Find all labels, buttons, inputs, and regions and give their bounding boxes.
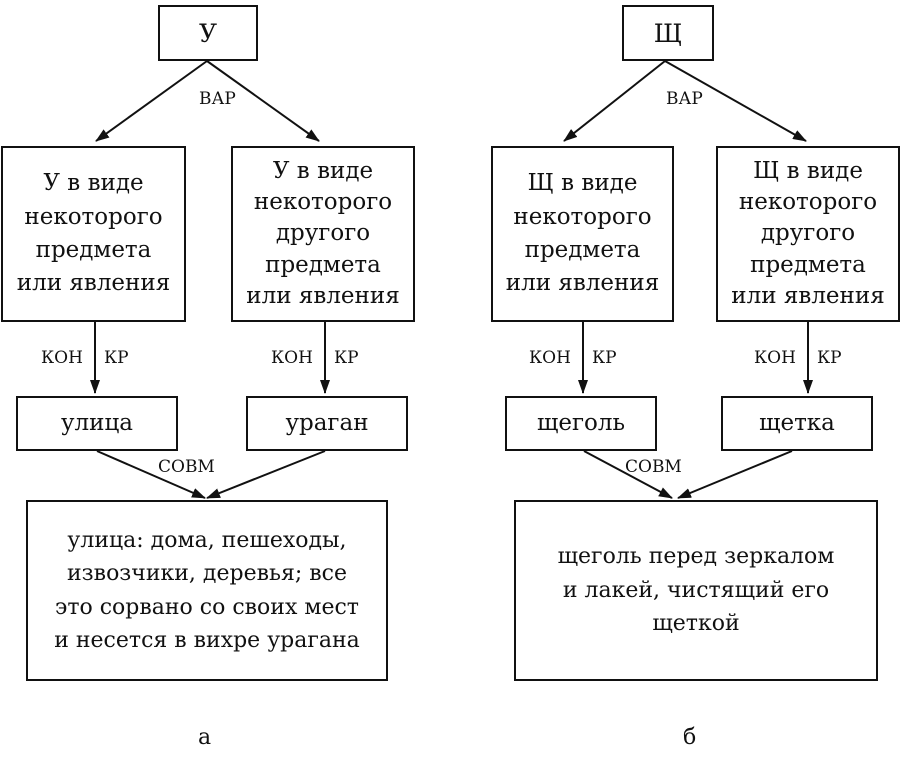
node-b-top: Щ (622, 5, 714, 61)
arrow-b-left-merge (583, 450, 673, 499)
panel-label-b: б (683, 725, 697, 750)
arrow-b-top-right (664, 60, 807, 142)
node-a-word-right: ураган (246, 396, 408, 451)
edge-label-a-right-con: КОН (271, 348, 313, 368)
node-b-word-right-label: щетка (759, 410, 835, 436)
node-b-left: Щ в виде некоторого предмета или явления (491, 146, 674, 322)
node-b-result: щеголь перед зеркалом и лакей, чистящий … (514, 500, 878, 681)
node-a-right: У в виде некоторого другого предмета или… (231, 146, 415, 322)
edge-label-b-right-con: КОН (754, 348, 796, 368)
node-a-word-right-label: ураган (285, 410, 369, 436)
node-a-right-label: У в виде некоторого другого предмета или… (246, 157, 400, 309)
node-a-left: У в виде некоторого предмета или явления (1, 146, 186, 322)
edge-label-a-var: ВАР (199, 89, 236, 109)
node-b-right: Щ в виде некоторого другого предмета или… (716, 146, 900, 322)
node-a-left-label: У в виде некоторого предмета или явления (16, 170, 171, 297)
node-b-right-label: Щ в виде некоторого другого предмета или… (731, 157, 885, 309)
arrow-b-right-merge (677, 450, 793, 499)
node-b-left-label: Щ в виде некоторого предмета или явления (505, 170, 660, 297)
arrow-b-top-left (563, 60, 666, 142)
edge-label-b-left-kr: КР (592, 348, 617, 368)
edge-label-b-var: ВАР (666, 89, 703, 109)
node-a-word-left: улица (16, 396, 178, 451)
arrow-a-top-right (206, 60, 320, 142)
edge-label-a-left-con: КОН (41, 348, 83, 368)
node-a-top-label: У (198, 18, 218, 48)
node-b-result-text: щеголь перед зеркалом и лакей, чистящий … (557, 544, 835, 637)
node-a-result: улица: дома, пешеходы, извозчики, деревь… (26, 500, 388, 681)
edge-label-a-sovm: СОВМ (158, 457, 215, 477)
edge-label-b-left-con: КОН (529, 348, 571, 368)
arrow-a-top-left (95, 60, 208, 142)
node-b-word-right: щетка (721, 396, 873, 451)
node-b-top-label: Щ (653, 18, 683, 48)
node-b-word-left: щеголь (505, 396, 657, 451)
node-b-word-left-label: щеголь (536, 410, 626, 436)
arrow-a-right-merge (206, 450, 326, 499)
edge-label-a-left-kr: КР (104, 348, 129, 368)
node-a-word-left-label: улица (61, 410, 133, 436)
node-a-top: У (158, 5, 258, 61)
panel-label-a: а (198, 725, 212, 750)
edge-label-a-right-kr: КР (334, 348, 359, 368)
arrow-a-left-merge (96, 450, 206, 499)
edge-label-b-right-kr: КР (817, 348, 842, 368)
edge-label-b-sovm: СОВМ (625, 457, 682, 477)
node-a-result-text: улица: дома, пешеходы, извозчики, деревь… (54, 527, 360, 653)
